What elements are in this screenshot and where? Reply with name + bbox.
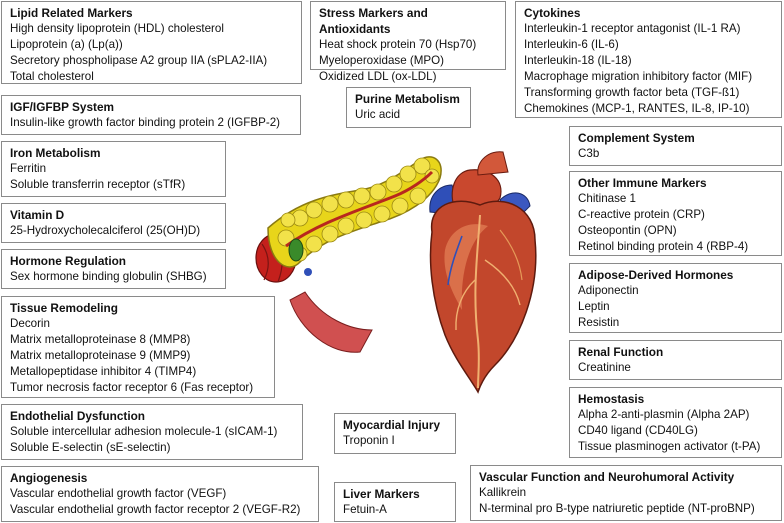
iron-metabolism-box: Iron Metabolism Ferritin Soluble transfe… xyxy=(1,141,226,197)
myocardial-item: Troponin I xyxy=(343,434,395,447)
stress-markers-title: Stress Markers and Antioxidants xyxy=(319,6,428,36)
iron-item: Soluble transferrin receptor (sTfR) xyxy=(10,178,186,191)
lipid-marker-item: Lipoprotein (a) (Lp(a)) xyxy=(10,38,123,51)
lipid-marker-item: Total cholesterol xyxy=(10,70,94,83)
tissue-remodeling-box: Tissue Remodeling Decorin Matrix metallo… xyxy=(1,296,275,398)
vascular-item: Kallikrein xyxy=(479,486,527,499)
vascular-function-box: Vascular Function and Neurohumoral Activ… xyxy=(470,465,782,521)
cytokine-item: Macrophage migration inhibitory factor (… xyxy=(524,70,753,83)
pancreas-illustration xyxy=(255,156,442,353)
renal-item: Creatinine xyxy=(578,361,631,374)
cytokines-title: Cytokines xyxy=(524,6,581,20)
adipose-item: Adiponectin xyxy=(578,284,639,297)
iron-item: Ferritin xyxy=(10,162,47,175)
angiogenesis-box: Angiogenesis Vascular endothelial growth… xyxy=(1,466,319,522)
immune-item: C-reactive protein (CRP) xyxy=(578,208,705,221)
hemostasis-title: Hemostasis xyxy=(578,392,645,406)
myocardial-injury-box: Myocardial Injury Troponin I xyxy=(334,413,456,454)
vascular-function-title: Vascular Function and Neurohumoral Activ… xyxy=(479,470,735,484)
igf-system-box: IGF/IGFBP System Insulin-like growth fac… xyxy=(1,95,301,135)
complement-system-box: Complement System C3b xyxy=(569,126,782,166)
tissue-remodeling-title: Tissue Remodeling xyxy=(10,301,118,315)
cytokine-item: Interleukin-18 (IL-18) xyxy=(524,54,632,67)
endothelial-dysfunction-title: Endothelial Dysfunction xyxy=(10,409,146,423)
purine-metabolism-box: Purine Metabolism Uric acid xyxy=(346,87,471,128)
cytokine-item: Chemokines (MCP-1, RANTES, IL-8, IP-10) xyxy=(524,102,750,115)
immune-markers-title: Other Immune Markers xyxy=(578,176,707,190)
adipose-hormones-title: Adipose-Derived Hormones xyxy=(578,268,734,282)
vitamin-d-box: Vitamin D 25-Hydroxycholecalciferol (25(… xyxy=(1,203,226,243)
stress-markers-box: Stress Markers and Antioxidants Heat sho… xyxy=(310,1,506,83)
renal-function-title: Renal Function xyxy=(578,345,664,359)
stress-marker-item: Heat shock protein 70 (Hsp70) xyxy=(319,38,477,51)
adipose-item: Resistin xyxy=(578,316,620,329)
angiogenesis-item: Vascular endothelial growth factor (VEGF… xyxy=(10,487,227,500)
complement-system-title: Complement System xyxy=(578,131,695,145)
endothelial-item: Soluble E-selectin (sE-selectin) xyxy=(10,441,171,454)
tissue-item: Matrix metalloproteinase 9 (MMP9) xyxy=(10,349,191,362)
vitamin-d-item: 25-Hydroxycholecalciferol (25(OH)D) xyxy=(10,224,201,237)
immune-item: Osteopontin (OPN) xyxy=(578,224,677,237)
immune-markers-box: Other Immune Markers Chitinase 1 C-react… xyxy=(569,171,782,256)
tissue-item: Matrix metalloproteinase 8 (MMP8) xyxy=(10,333,191,346)
hormone-regulation-box: Hormone Regulation Sex hormone binding g… xyxy=(1,249,226,289)
hemostasis-item: Alpha 2-anti-plasmin (Alpha 2AP) xyxy=(578,408,750,421)
liver-markers-box: Liver Markers Fetuin-A xyxy=(334,482,456,522)
heart-illustration xyxy=(429,151,537,394)
cytokine-item: Interleukin-6 (IL-6) xyxy=(524,38,619,51)
tissue-item: Tumor necrosis factor receptor 6 (Fas re… xyxy=(10,381,254,394)
cytokine-item: Interleukin-1 receptor antagonist (IL-1 … xyxy=(524,22,741,35)
tissue-item: Metallopeptidase inhibitor 4 (TIMP4) xyxy=(10,365,197,378)
myocardial-injury-title: Myocardial Injury xyxy=(343,418,441,432)
lipid-marker-item: Secretory phospholipase A2 group IIA (sP… xyxy=(10,54,268,67)
endothelial-dysfunction-box: Endothelial Dysfunction Soluble intercel… xyxy=(1,404,303,460)
stress-marker-item: Myeloperoxidase (MPO) xyxy=(319,54,444,67)
purine-item: Uric acid xyxy=(355,108,401,121)
vitamin-d-title: Vitamin D xyxy=(10,208,65,222)
adipose-hormones-box: Adipose-Derived Hormones Adiponectin Lep… xyxy=(569,263,782,333)
immune-item: Retinol binding protein 4 (RBP-4) xyxy=(578,240,749,253)
renal-function-box: Renal Function Creatinine xyxy=(569,340,782,380)
vascular-item: N-terminal pro B-type natriuretic peptid… xyxy=(479,502,755,515)
igf-item: Insulin-like growth factor binding prote… xyxy=(10,116,280,129)
hemostasis-item: CD40 ligand (CD40LG) xyxy=(578,424,698,437)
hormone-item: Sex hormone binding globulin (SHBG) xyxy=(10,270,207,283)
lipid-markers-box: Lipid Related Markers High density lipop… xyxy=(1,1,302,84)
lipid-marker-item: High density lipoprotein (HDL) cholester… xyxy=(10,22,224,35)
angiogenesis-item: Vascular endothelial growth factor recep… xyxy=(10,503,301,516)
angiogenesis-title: Angiogenesis xyxy=(10,471,88,485)
immune-item: Chitinase 1 xyxy=(578,192,637,205)
endothelial-item: Soluble intercellular adhesion molecule-… xyxy=(10,425,278,438)
igf-system-title: IGF/IGFBP System xyxy=(10,100,115,114)
liver-item: Fetuin-A xyxy=(343,503,387,516)
purine-metabolism-title: Purine Metabolism xyxy=(355,92,460,106)
hormone-regulation-title: Hormone Regulation xyxy=(10,254,127,268)
cytokine-item: Transforming growth factor beta (TGF-ß1) xyxy=(524,86,740,99)
cytokines-box: Cytokines Interleukin-1 receptor antagon… xyxy=(515,1,782,118)
lipid-markers-title: Lipid Related Markers xyxy=(10,6,133,20)
stress-marker-item: Oxidized LDL (ox-LDL) xyxy=(319,70,437,83)
hemostasis-box: Hemostasis Alpha 2-anti-plasmin (Alpha 2… xyxy=(569,387,782,458)
iron-metabolism-title: Iron Metabolism xyxy=(10,146,101,160)
liver-markers-title: Liver Markers xyxy=(343,487,420,501)
complement-item: C3b xyxy=(578,147,600,160)
hemostasis-item: Tissue plasminogen activator (t-PA) xyxy=(578,440,761,453)
tissue-item: Decorin xyxy=(10,317,50,330)
adipose-item: Leptin xyxy=(578,300,610,313)
